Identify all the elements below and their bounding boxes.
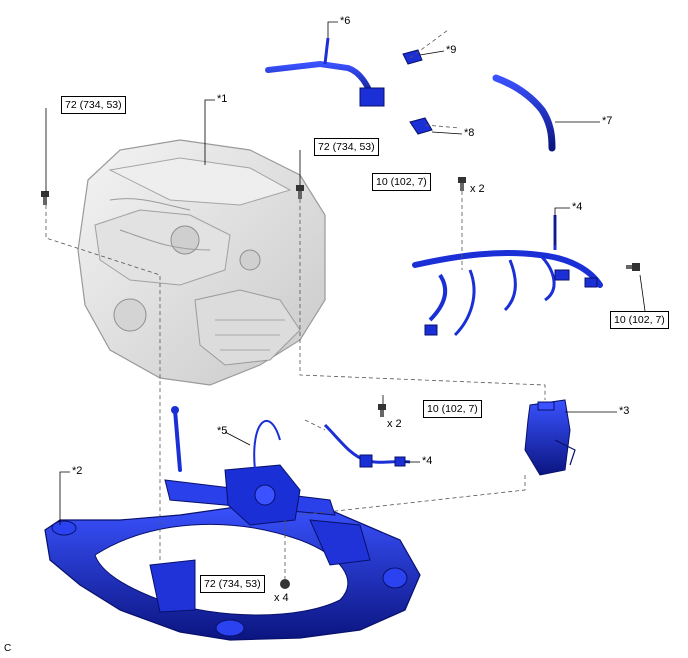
front-suspension-crossmember xyxy=(44,504,421,641)
torque-spec-engine-right: 72 (734, 53) xyxy=(314,138,379,156)
clamp-9 xyxy=(402,49,423,65)
torque-spec-harness-mid: 10 (102, 7) xyxy=(423,400,482,418)
bolt-harness-mid xyxy=(378,404,386,417)
bolt-engine-right xyxy=(296,185,304,199)
bolt-engine-left xyxy=(41,191,49,205)
callout-5: *5 xyxy=(217,425,228,437)
hose-6 xyxy=(265,37,385,107)
leader-lines xyxy=(45,21,646,525)
hose-7 xyxy=(492,74,556,152)
bolt-harness-right xyxy=(626,263,640,271)
torque-spec-harness-top: 10 (102, 7) xyxy=(372,173,431,191)
clamp-8 xyxy=(409,117,433,135)
bolt-harness-top xyxy=(458,177,466,191)
steering-gear-assembly xyxy=(164,406,336,526)
torque-spec-engine-left: 72 (734, 53) xyxy=(61,96,126,114)
callout-3: *3 xyxy=(619,405,630,417)
assembly-guide-lines xyxy=(45,29,546,580)
engine-wire-harness xyxy=(412,215,603,337)
quantity-harness-mid: x 2 xyxy=(387,418,402,430)
callout-2: *2 xyxy=(72,465,83,477)
quantity-harness-top: x 2 xyxy=(470,183,485,195)
bolt-subframe xyxy=(280,579,290,589)
callout-8: *8 xyxy=(464,127,475,139)
torque-spec-subframe: 72 (734, 53) xyxy=(200,575,265,593)
callout-6: *6 xyxy=(340,15,351,27)
callout-4-upper: *4 xyxy=(572,201,583,213)
engine-mounting-insulator xyxy=(524,399,576,476)
quantity-subframe: x 4 xyxy=(274,592,289,604)
torque-spec-harness-right: 10 (102, 7) xyxy=(610,311,669,329)
callout-1: *1 xyxy=(217,93,228,105)
callout-7: *7 xyxy=(602,115,613,127)
wire-harness-lower xyxy=(323,423,411,468)
callout-4-lower: *4 xyxy=(422,455,433,467)
engine-assembly xyxy=(77,139,326,386)
callout-9: *9 xyxy=(446,44,457,56)
figure-code-label: C xyxy=(4,643,12,654)
